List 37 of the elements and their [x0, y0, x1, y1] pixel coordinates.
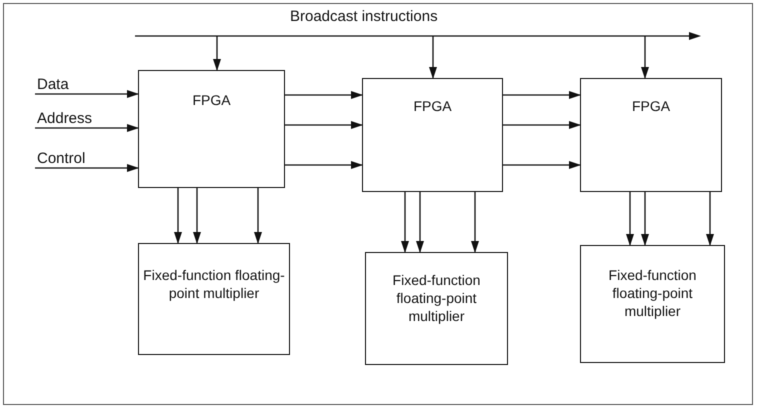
block-label: Fixed-function floating-point multiplier	[392, 271, 482, 325]
arrow	[285, 91, 363, 99]
arrow	[641, 36, 649, 79]
arrow	[35, 124, 139, 132]
arrow	[471, 192, 479, 253]
block-label: FPGA	[632, 97, 670, 115]
arrow	[285, 161, 363, 169]
arrow	[401, 192, 409, 253]
arrow	[416, 192, 424, 253]
arrow	[174, 188, 182, 244]
arrow	[503, 161, 581, 169]
block-box	[365, 252, 508, 365]
arrow	[193, 188, 201, 244]
signal-label: Data	[37, 76, 69, 93]
arrow	[213, 36, 221, 71]
block-box	[138, 70, 285, 188]
arrow	[641, 192, 649, 246]
arrow	[35, 90, 139, 98]
block-label: FPGA	[413, 97, 452, 115]
block-box	[580, 245, 725, 363]
block-label: Fixed-function floating-point multiplier	[143, 266, 285, 302]
arrow	[626, 192, 634, 246]
block-box	[138, 243, 290, 355]
signal-label: Control	[37, 150, 86, 167]
arrow	[285, 121, 363, 129]
block-box	[580, 78, 722, 192]
block-box	[362, 78, 503, 192]
arrow	[35, 164, 139, 172]
arrow	[429, 36, 437, 79]
arrow	[254, 188, 262, 244]
arrow	[503, 91, 581, 99]
block-label: FPGA	[192, 91, 231, 109]
signal-label: Address	[37, 110, 92, 127]
arrow	[706, 192, 714, 246]
arrow	[503, 121, 581, 129]
bus-label: Broadcast instructions	[290, 8, 438, 26]
block-label: Fixed-function floating-point multiplier	[608, 266, 698, 320]
